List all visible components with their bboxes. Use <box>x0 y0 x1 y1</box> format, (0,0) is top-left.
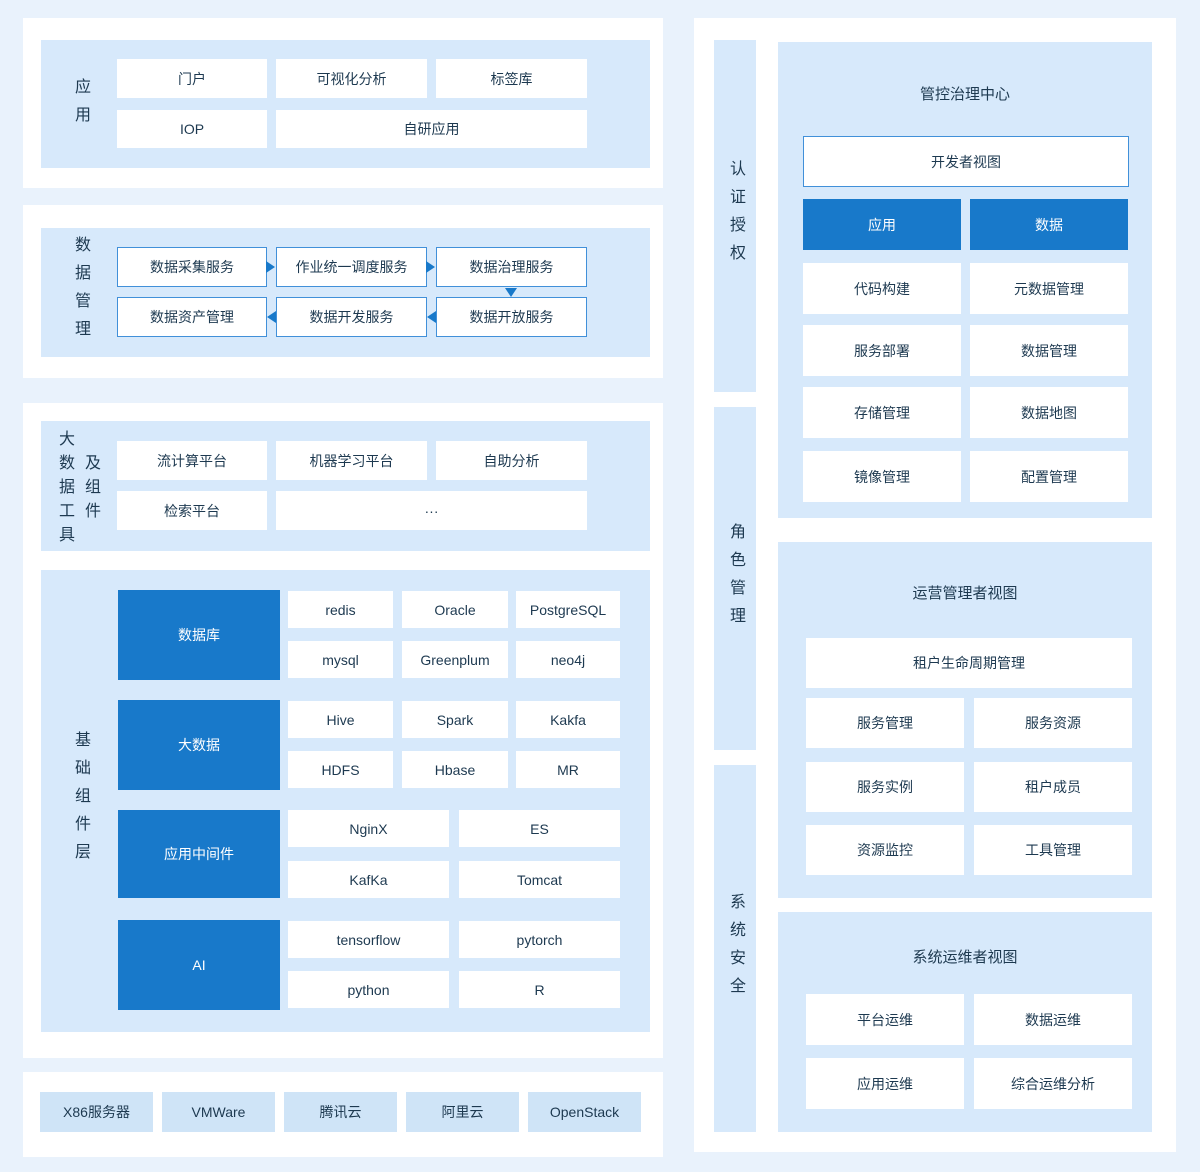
base-category: 应用中间件 <box>118 810 280 898</box>
gov-item: 配置管理 <box>970 451 1128 502</box>
base-item: tensorflow <box>288 921 449 958</box>
bar-security <box>714 765 756 1132</box>
base-category: AI <box>118 920 280 1010</box>
op-full-item: 租户生命周期管理 <box>806 638 1132 688</box>
base-item: KafKa <box>288 861 449 898</box>
tools-item: ··· <box>276 491 587 530</box>
tools-item: 流计算平台 <box>117 441 267 480</box>
base-item: MR <box>516 751 620 788</box>
base-item: redis <box>288 591 393 628</box>
bar-role <box>714 407 756 750</box>
gov-tab: 应用 <box>803 199 961 250</box>
base-item: Hbase <box>402 751 508 788</box>
data-mgmt-item: 数据采集服务 <box>117 247 267 287</box>
base-item: python <box>288 971 449 1008</box>
tools-item: 自助分析 <box>436 441 587 480</box>
tools-item: 检索平台 <box>117 491 267 530</box>
mt-item: 数据运维 <box>974 994 1132 1045</box>
bar-auth-label: 认证授权 <box>727 160 744 272</box>
data-mgmt-item: 数据治理服务 <box>436 247 587 287</box>
op-item: 服务管理 <box>806 698 964 748</box>
base-category: 数据库 <box>118 590 280 680</box>
app-item: 标签库 <box>436 59 587 98</box>
app-item: IOP <box>117 110 267 148</box>
base-item: mysql <box>288 641 393 678</box>
bar-role-label: 角色管理 <box>727 523 744 635</box>
op-item: 工具管理 <box>974 825 1132 875</box>
base-category: 大数据 <box>118 700 280 790</box>
infra-item: 阿里云 <box>406 1092 519 1132</box>
infra-item: 腾讯云 <box>284 1092 397 1132</box>
bar-security-label: 系统安全 <box>727 893 744 1005</box>
base-item: Oracle <box>402 591 508 628</box>
infra-item: VMWare <box>162 1092 275 1132</box>
gov-item: 元数据管理 <box>970 263 1128 314</box>
op-item: 租户成员 <box>974 762 1132 812</box>
app-item: 可视化分析 <box>276 59 427 98</box>
base-item: ES <box>459 810 620 847</box>
data-mgmt-item: 数据开放服务 <box>436 297 587 337</box>
gov-tab: 数据 <box>970 199 1128 250</box>
gov-item: 代码构建 <box>803 263 961 314</box>
data-mgmt-item: 数据开发服务 <box>276 297 427 337</box>
mt-item: 综合运维分析 <box>974 1058 1132 1109</box>
governance-title: 管控治理中心 <box>919 86 1010 103</box>
arrow-left-icon <box>427 311 436 323</box>
base-item: neo4j <box>516 641 620 678</box>
gov-item: 存储管理 <box>803 387 961 438</box>
app-item: 门户 <box>117 59 267 98</box>
gov-item: 服务部署 <box>803 325 961 376</box>
app-label: 应用 <box>72 78 89 134</box>
base-item: NginX <box>288 810 449 847</box>
base-item: PostgreSQL <box>516 591 620 628</box>
tools-label-col1: 大数据工具 <box>56 430 73 550</box>
data-mgmt-label: 数据管理 <box>72 236 89 348</box>
op-item: 资源监控 <box>806 825 964 875</box>
gov-item: 数据管理 <box>970 325 1128 376</box>
base-item: Greenplum <box>402 641 508 678</box>
mt-item: 平台运维 <box>806 994 964 1045</box>
gov-item: 镜像管理 <box>803 451 961 502</box>
gov-view-box: 开发者视图 <box>803 136 1129 187</box>
arrow-right-icon <box>426 261 435 273</box>
arrow-left-icon <box>267 311 276 323</box>
arrow-right-icon <box>266 261 275 273</box>
base-item: R <box>459 971 620 1008</box>
op-item: 服务实例 <box>806 762 964 812</box>
infra-item: X86服务器 <box>40 1092 153 1132</box>
mt-item: 应用运维 <box>806 1058 964 1109</box>
base-item: Tomcat <box>459 861 620 898</box>
base-item: Spark <box>402 701 508 738</box>
infra-item: OpenStack <box>528 1092 641 1132</box>
op-item: 服务资源 <box>974 698 1132 748</box>
data-mgmt-item: 作业统一调度服务 <box>276 247 427 287</box>
base-item: pytorch <box>459 921 620 958</box>
tools-label-col2: 及组件 <box>82 454 99 526</box>
maintenance-title: 系统运维者视图 <box>912 949 1018 966</box>
app-item: 自研应用 <box>276 110 587 148</box>
arrow-down-icon <box>505 288 517 297</box>
base-item: Hive <box>288 701 393 738</box>
tools-item: 机器学习平台 <box>276 441 427 480</box>
base-item: Kakfa <box>516 701 620 738</box>
base-item: HDFS <box>288 751 393 788</box>
data-mgmt-item: 数据资产管理 <box>117 297 267 337</box>
operation-title: 运营管理者视图 <box>912 585 1018 602</box>
bar-auth <box>714 40 756 392</box>
base-label: 基础组件层 <box>72 731 89 871</box>
gov-item: 数据地图 <box>970 387 1128 438</box>
